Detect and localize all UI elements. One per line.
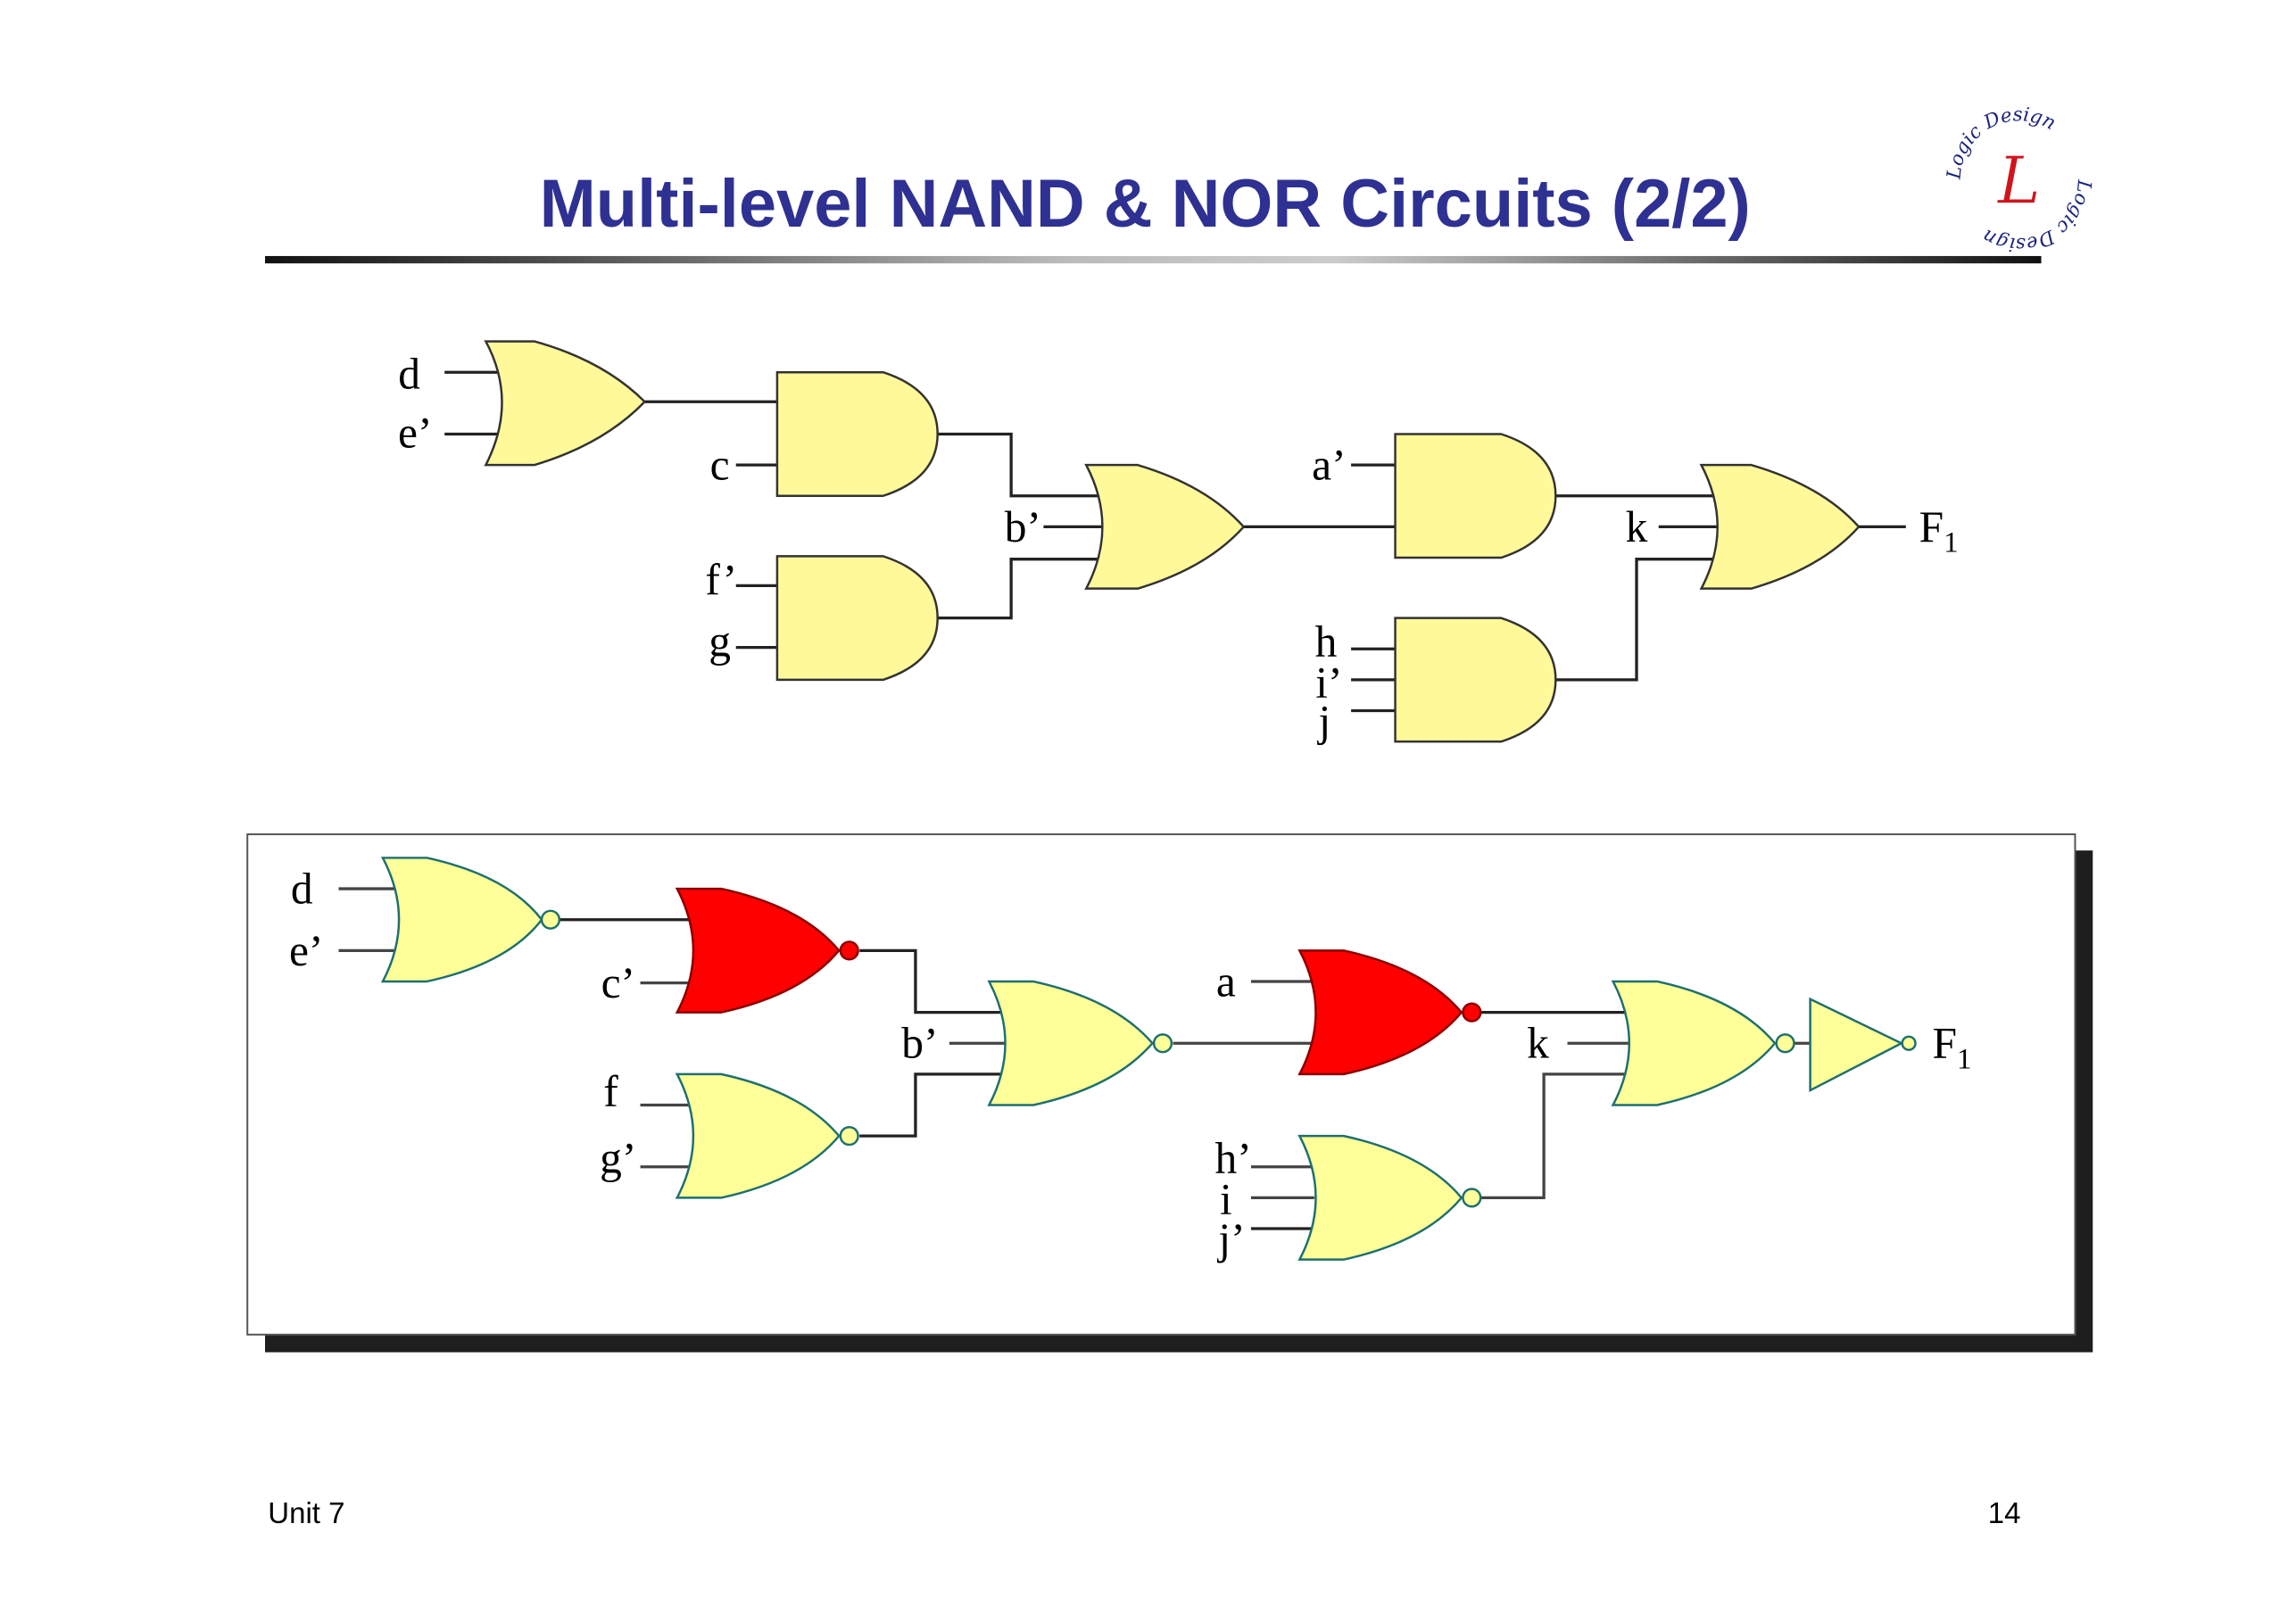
title-underline bbox=[265, 255, 2042, 264]
nor-gate-6 bbox=[1297, 1134, 1463, 1261]
top-label-h: h bbox=[1315, 617, 1338, 667]
bottom-label-i: i bbox=[1220, 1175, 1232, 1224]
bottom-label-g: g’ bbox=[600, 1133, 636, 1182]
top-label-e: e’ bbox=[398, 408, 432, 457]
top-label-b: b’ bbox=[1005, 502, 1041, 551]
bottom-label-f: f bbox=[603, 1067, 618, 1116]
nor-gate-5-bubble bbox=[1462, 1002, 1482, 1023]
not-gate-bubble bbox=[1901, 1035, 1917, 1051]
top-label-i: i’ bbox=[1315, 658, 1342, 708]
nor-gate-4 bbox=[987, 980, 1155, 1106]
slide-title: Multi-level NAND & NOR Circuits (2/2) bbox=[540, 166, 1751, 242]
top-label-g: g bbox=[709, 617, 731, 667]
and-gate-3 bbox=[1394, 433, 1557, 559]
footer-unit: Unit 7 bbox=[268, 1496, 344, 1529]
logo-letter: L bbox=[1996, 145, 2041, 219]
or-gate-2 bbox=[1084, 463, 1246, 590]
top-label-j: j bbox=[1317, 697, 1331, 746]
nor-gate-4-bubble bbox=[1152, 1033, 1173, 1054]
top-label-c: c bbox=[710, 441, 730, 490]
nor-gate-2-highlighted bbox=[675, 887, 841, 1014]
or-gate-1 bbox=[484, 340, 647, 467]
and-gate-1 bbox=[775, 370, 939, 497]
logo: Logic Design Logic Design L bbox=[1943, 104, 2095, 255]
circuit-bottom: d e’ c’ f g’ b’ a h’ i j’ k F1 bbox=[289, 857, 1971, 1263]
bottom-label-h: h’ bbox=[1215, 1133, 1252, 1182]
bottom-wires bbox=[338, 887, 1811, 1230]
nor-gate-1-bubble bbox=[540, 909, 561, 930]
bottom-label-d: d bbox=[291, 865, 313, 914]
circuit-top: d e’ c f’ g b’ a’ h i’ j k F1 bbox=[398, 340, 1959, 746]
page-number: 14 bbox=[1988, 1496, 2021, 1529]
bottom-label-output: F1 bbox=[1932, 1019, 1971, 1076]
nor-gate-3 bbox=[675, 1072, 841, 1199]
nor-gate-2-bubble bbox=[839, 940, 859, 961]
nor-gate-3-bubble bbox=[839, 1126, 859, 1147]
top-label-f: f’ bbox=[705, 555, 737, 604]
top-wires bbox=[444, 370, 1906, 713]
top-label-d: d bbox=[398, 349, 420, 398]
bottom-label-a: a bbox=[1216, 956, 1236, 1006]
top-label-output: F1 bbox=[1919, 502, 1959, 559]
top-label-k: k bbox=[1626, 502, 1648, 551]
bottom-label-e: e’ bbox=[289, 926, 323, 975]
bottom-label-k: k bbox=[1527, 1019, 1549, 1068]
nor-gate-5-highlighted bbox=[1297, 949, 1463, 1076]
not-gate bbox=[1809, 997, 1904, 1093]
nor-gate-1 bbox=[380, 857, 543, 983]
bottom-label-c: c’ bbox=[601, 958, 635, 1007]
or-gate-3 bbox=[1699, 463, 1861, 590]
and-gate-4 bbox=[1394, 617, 1557, 743]
nor-gate-7 bbox=[1611, 980, 1777, 1106]
bottom-label-b: b’ bbox=[901, 1019, 938, 1068]
nor-gate-7-bubble bbox=[1775, 1033, 1795, 1054]
nor-gate-6-bubble bbox=[1462, 1188, 1482, 1208]
top-label-a: a’ bbox=[1312, 441, 1346, 490]
bottom-label-j: j’ bbox=[1216, 1214, 1245, 1263]
and-gate-2 bbox=[775, 555, 939, 682]
